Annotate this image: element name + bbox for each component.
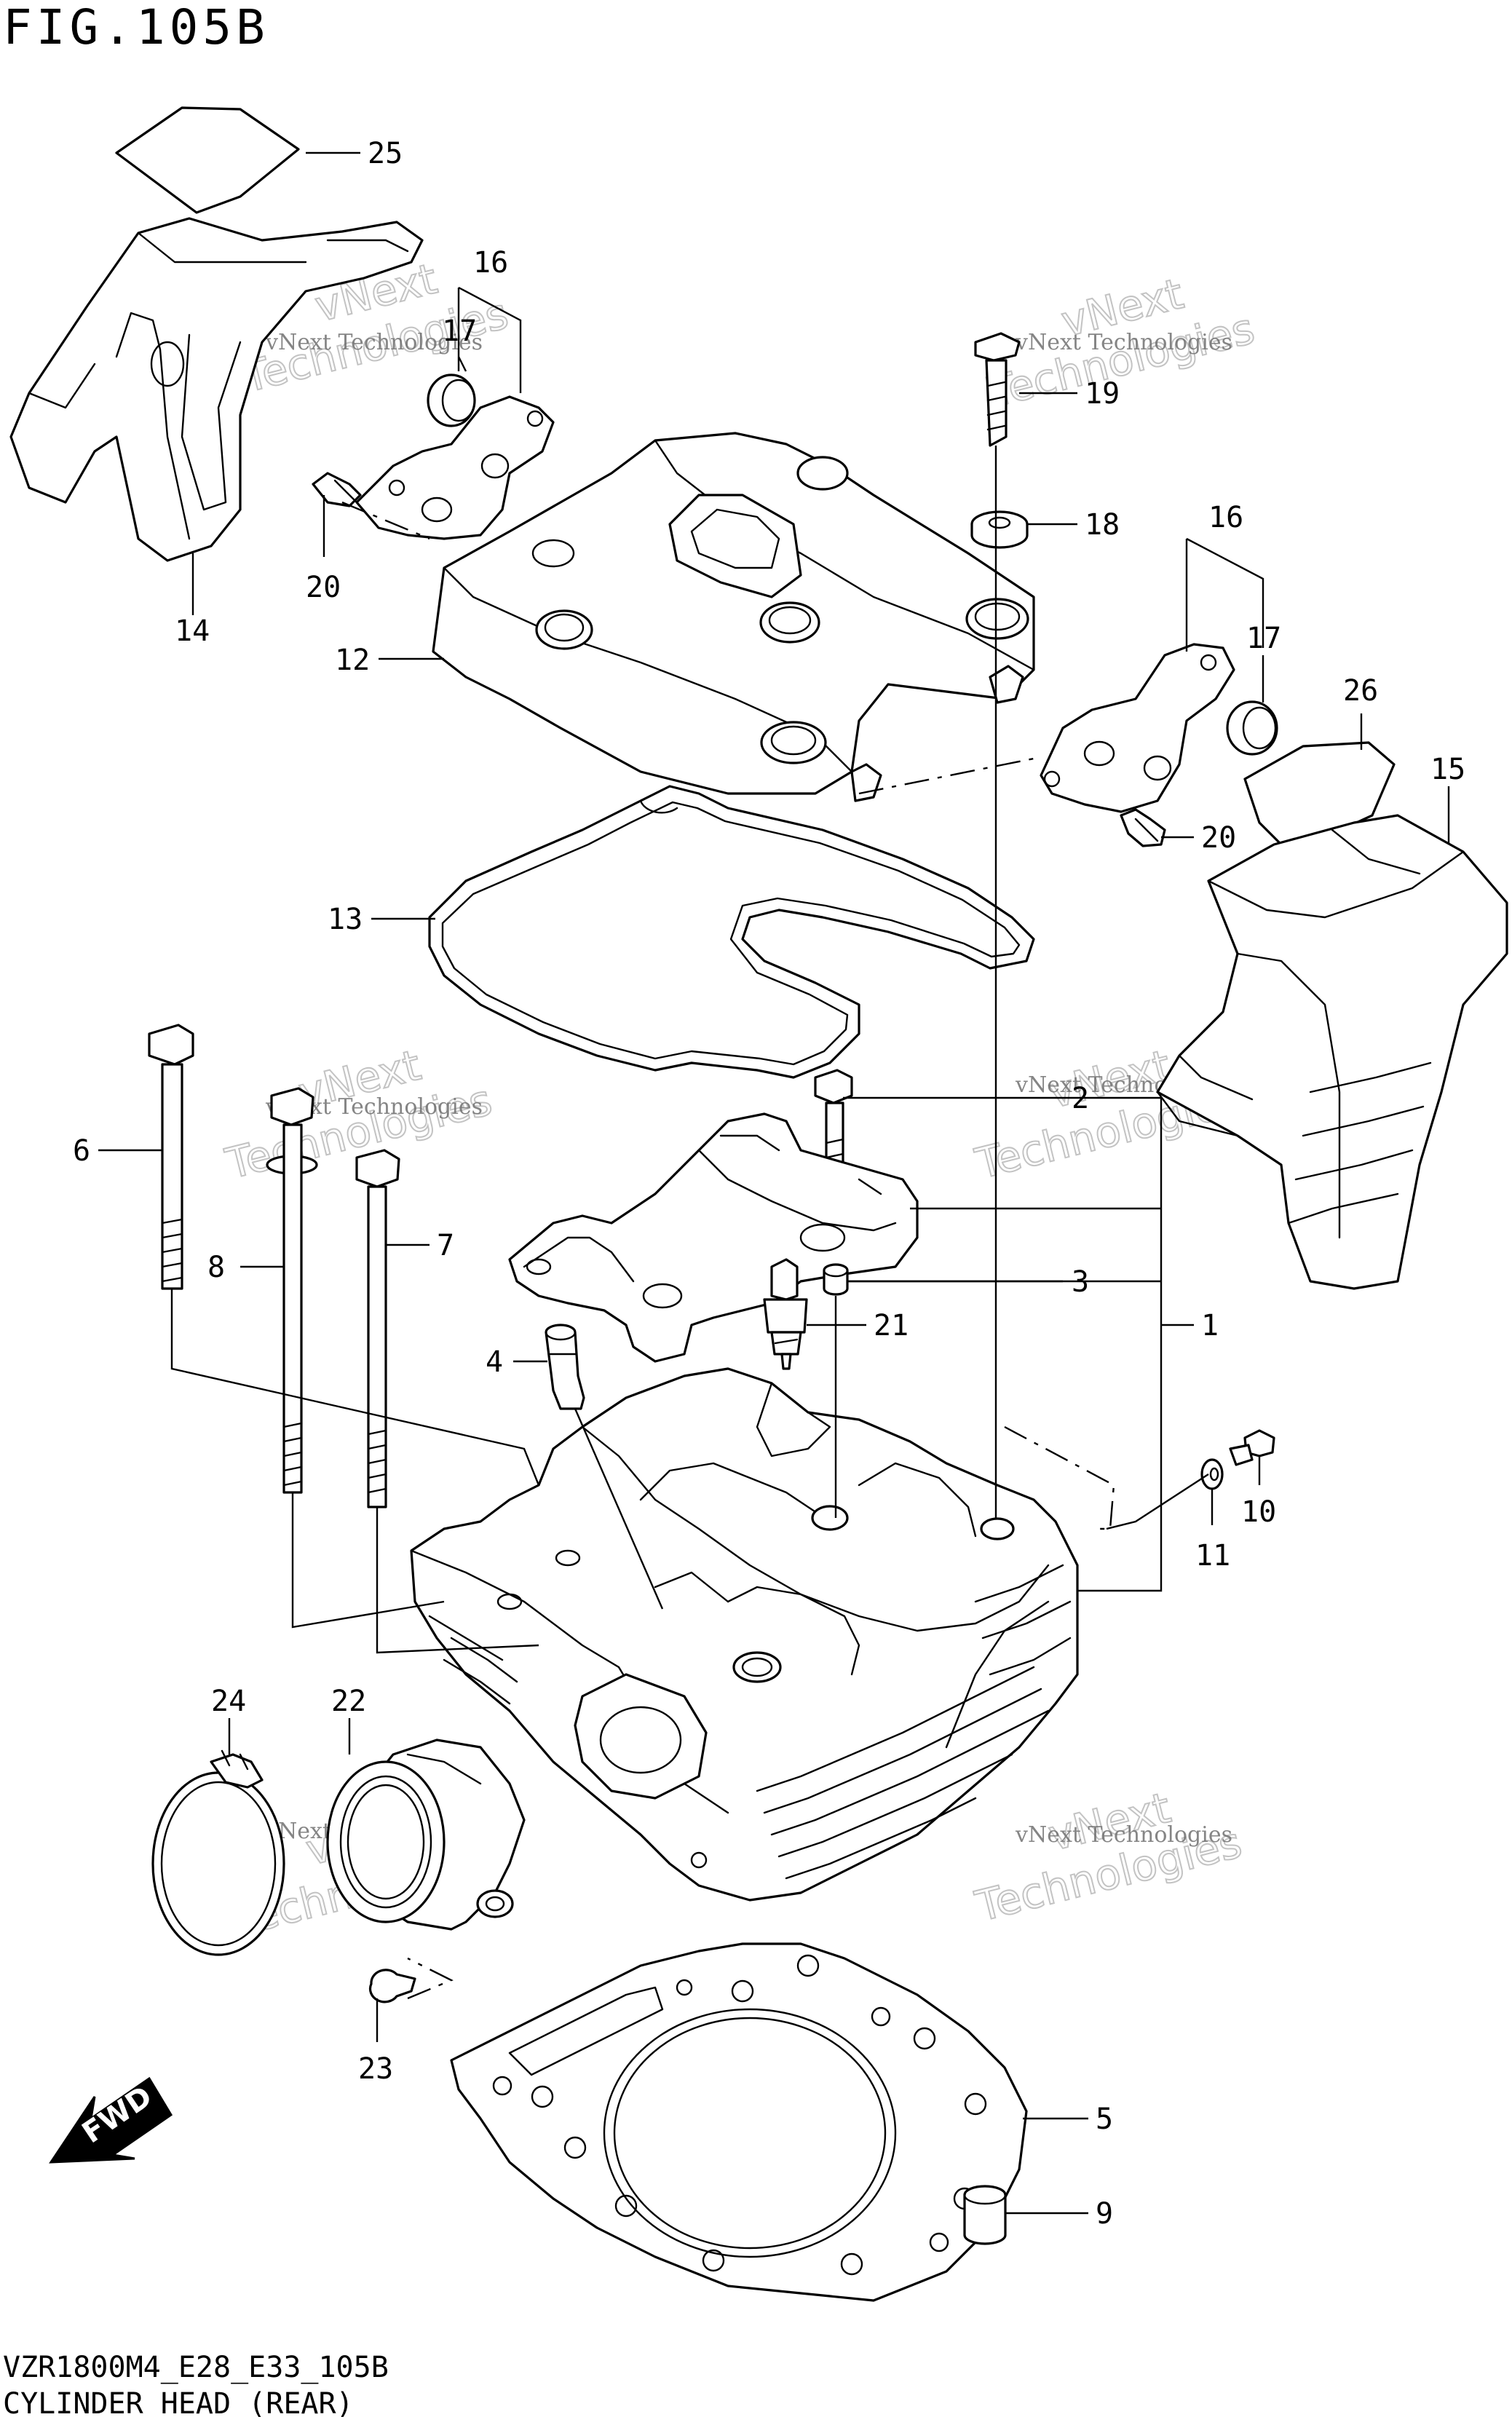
part-spark-plug-21 xyxy=(763,1258,808,1370)
watermark-text: vNext Technologies xyxy=(265,330,483,355)
part-intake-22 xyxy=(326,1738,526,1931)
figure-title: FIG.105B xyxy=(3,0,269,55)
part-dowel-9 xyxy=(963,2185,1007,2245)
part-gasket-13 xyxy=(428,785,1035,1079)
part-washer-11 xyxy=(1200,1458,1224,1490)
callout-26: 26 xyxy=(1343,674,1378,708)
callout-15: 15 xyxy=(1430,753,1465,786)
watermark-text: vNext Technologies xyxy=(1015,1822,1232,1848)
part-bolt-7 xyxy=(355,1149,400,1508)
part-bolt-20-upper xyxy=(312,472,362,507)
callout-17: 17 xyxy=(1246,622,1281,655)
part-cover-15 xyxy=(1156,814,1508,1290)
part-cover-14 xyxy=(9,217,424,562)
callout-16: 16 xyxy=(473,246,508,280)
assembly-lines xyxy=(170,446,1209,2000)
part-guide-4 xyxy=(545,1324,585,1410)
part-bolt-19 xyxy=(974,332,1021,447)
callout-16: 16 xyxy=(1208,501,1243,534)
callout-11: 11 xyxy=(1195,1539,1230,1573)
part-grommet-17-right xyxy=(1226,700,1278,756)
part-gasket-5 xyxy=(450,1942,1028,2302)
callout-24: 24 xyxy=(211,1685,246,1718)
callout-5: 5 xyxy=(1096,2102,1113,2136)
callout-12: 12 xyxy=(335,644,370,677)
callout-19: 19 xyxy=(1085,377,1120,411)
part-bolt-10 xyxy=(1229,1429,1275,1466)
callout-17: 17 xyxy=(442,315,477,348)
watermark-text: vNext Technologies xyxy=(1015,330,1232,355)
callout-6: 6 xyxy=(73,1134,90,1168)
watermark: vNext Technologies xyxy=(970,1782,1247,1932)
part-bracket-16-right xyxy=(1040,643,1235,813)
part-cylinder-head-1 xyxy=(410,1367,1079,1902)
part-pad-25 xyxy=(115,106,300,214)
callout-23: 23 xyxy=(358,2052,393,2086)
fwd-direction-arrow: FWD xyxy=(49,2076,173,2164)
part-bracket-16-upper xyxy=(355,395,555,540)
callout-20: 20 xyxy=(1201,821,1236,855)
callout-8: 8 xyxy=(207,1251,225,1284)
callout-13: 13 xyxy=(328,903,363,936)
part-dowel-3 xyxy=(823,1263,849,1296)
part-bolt-8 xyxy=(266,1087,318,1494)
part-head-cover-12 xyxy=(432,432,1035,802)
callout-18: 18 xyxy=(1085,508,1120,542)
part-washer-18 xyxy=(970,510,1029,549)
part-clamp-24 xyxy=(151,1749,285,1956)
callout-9: 9 xyxy=(1096,2197,1113,2231)
callout-7: 7 xyxy=(437,1229,454,1262)
callout-1: 1 xyxy=(1201,1309,1219,1342)
callout-2: 2 xyxy=(1072,1082,1089,1115)
callout-3: 3 xyxy=(1072,1265,1089,1299)
part-grommet-17-upper xyxy=(427,373,476,427)
part-screw-23 xyxy=(368,1969,416,2003)
part-bolt-20-right xyxy=(1120,808,1166,847)
part-bolt-6 xyxy=(148,1024,194,1290)
callout-22: 22 xyxy=(331,1685,366,1718)
callout-14: 14 xyxy=(175,614,210,648)
part-pad-26 xyxy=(1243,741,1396,846)
callout-20: 20 xyxy=(306,571,341,604)
callout-labels: 25 16 17 19 18 16 17 26 15 20 20 14 12 1… xyxy=(73,137,1465,2231)
leader-lines xyxy=(98,151,1450,2215)
part-cam-holder xyxy=(508,1112,919,1363)
callout-10: 10 xyxy=(1241,1495,1276,1529)
callout-4: 4 xyxy=(486,1345,503,1379)
model-code: VZR1800M4_E28_E33_105B xyxy=(3,2351,389,2384)
callout-21: 21 xyxy=(874,1309,909,1342)
callout-25: 25 xyxy=(368,137,403,170)
figure-caption: CYLINDER HEAD (REAR) xyxy=(3,2387,354,2417)
